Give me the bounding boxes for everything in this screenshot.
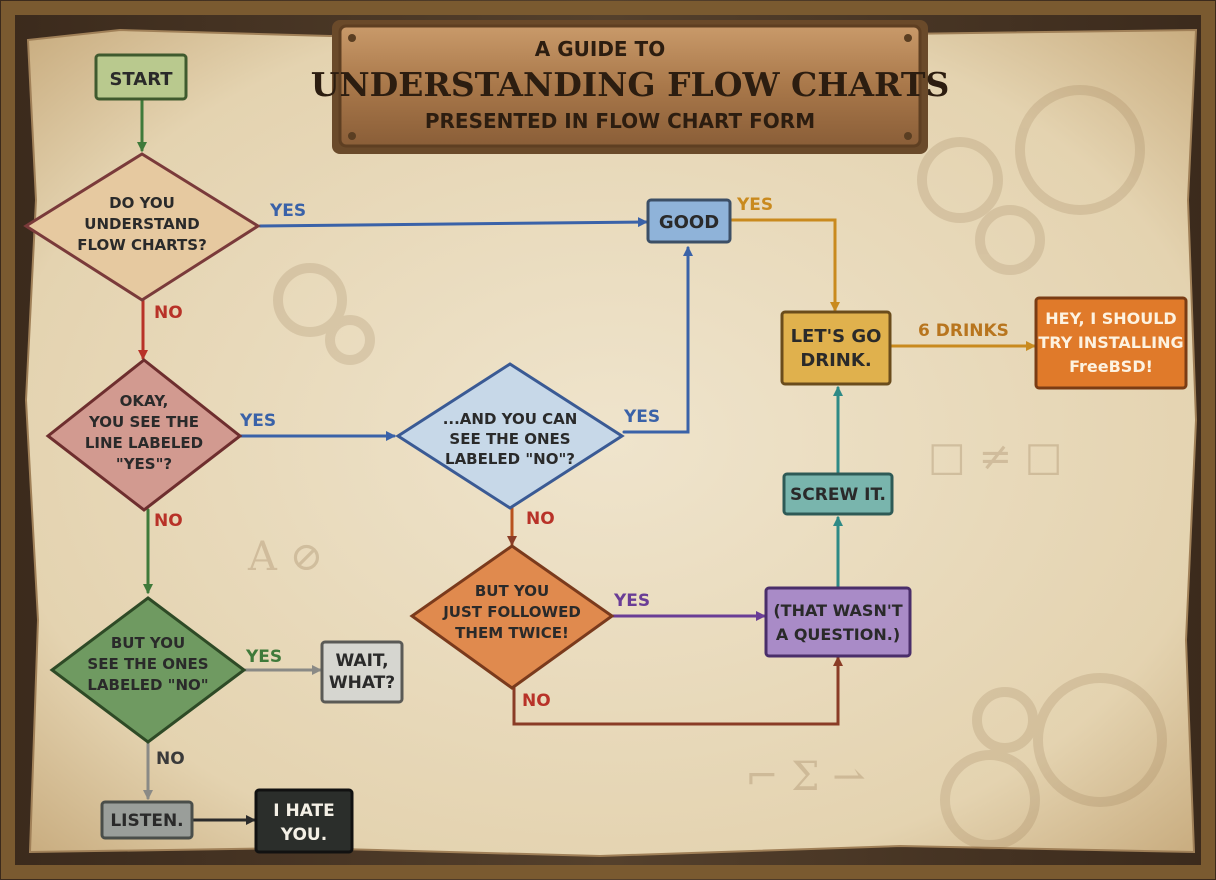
node-wait-what: WAIT,WHAT?	[320, 640, 404, 704]
edge-understand-good	[258, 217, 648, 228]
node-text-line: BUT YOU	[475, 582, 549, 600]
node-text-line: "YES"?	[116, 455, 172, 473]
node-not-question-text: (THAT WASN'T A QUESTION.)	[773, 601, 902, 644]
plaque-line3: PRESENTED IN FLOW CHART FORM	[425, 109, 815, 133]
decorative-symbols: □ ≠ □ ⌐ Σ ⇀ A ⊘	[247, 434, 1063, 800]
label-understand-good: YES	[269, 201, 306, 221]
label-drink-freebsd: 6 DRINKS	[918, 321, 1009, 341]
node-screw-it-text: SCREW IT.	[790, 485, 886, 505]
label-see-no2-wait: YES	[245, 647, 282, 667]
node-listen: LISTEN.	[100, 800, 194, 840]
node-text-line: HEY, I SHOULD	[1045, 309, 1176, 328]
node-text-line: START	[109, 69, 173, 90]
node-text-line: SEE THE ONES	[87, 655, 208, 673]
node-wait-what-text: WAIT,WHAT?	[329, 651, 395, 693]
node-lets-go-drink: LET'S GO DRINK.	[780, 310, 892, 386]
svg-text:A ⊘: A ⊘	[247, 534, 323, 580]
node-text-line: WAIT,	[335, 651, 388, 671]
node-understand-decision: DO YOU UNDERSTAND FLOW CHARTS?	[23, 152, 261, 302]
label-see-no-followed: NO	[526, 509, 555, 529]
node-text-line: DO YOU	[109, 194, 175, 212]
label-see-no-good: YES	[623, 407, 660, 427]
node-see-no2-decision: BUT YOU SEE THE ONES LABELED "NO"	[49, 596, 247, 744]
node-understand-text: DO YOU UNDERSTAND FLOW CHARTS?	[77, 194, 207, 254]
node-good: GOOD	[646, 198, 732, 244]
edge-labels: YES NO YES 6 DRINKS YES NO YES NO YES NO…	[154, 195, 1009, 769]
node-text-line: (THAT WASN'T	[773, 601, 902, 620]
node-freebsd: HEY, I SHOULD TRY INSTALLING FreeBSD!	[1034, 296, 1188, 390]
label-understand-see-yes: NO	[154, 303, 183, 323]
node-text-line: LABELED "NO"?	[445, 450, 575, 468]
node-see-yes-text: OKAY, YOU SEE THE LINE LABELED "YES"?	[85, 392, 203, 473]
node-text-line: DRINK.	[800, 350, 871, 371]
decorative-gears	[273, 85, 1167, 850]
node-text-line: FreeBSD!	[1069, 357, 1153, 376]
plaque-line1: A GUIDE TO	[535, 37, 665, 61]
node-text-line: LET'S GO	[791, 326, 882, 347]
node-text-line: LISTEN.	[110, 811, 183, 831]
node-lets-go-drink-text: LET'S GO DRINK.	[791, 326, 882, 371]
node-text-line: FLOW CHARTS?	[77, 236, 207, 254]
node-text-line: THEM TWICE!	[455, 624, 569, 642]
edges	[137, 98, 1036, 825]
label-see-no2-listen: NO	[156, 749, 185, 769]
node-text-line: YOU.	[280, 825, 327, 845]
label-followed-question-no: NO	[522, 691, 551, 711]
node-listen-text: LISTEN.	[110, 811, 183, 831]
node-text-line: A QUESTION.)	[776, 625, 900, 644]
node-text-line: UNDERSTAND	[84, 215, 199, 233]
title-plaque: A GUIDE TO UNDERSTANDING FLOW CHARTS PRE…	[311, 20, 950, 154]
node-hate-you-text: I HATE YOU.	[273, 801, 335, 845]
node-see-no2-text: BUT YOU SEE THE ONES LABELED "NO"	[87, 634, 208, 694]
label-good-drink: YES	[736, 195, 773, 215]
node-text-line: GOOD	[659, 212, 719, 233]
node-start-text: START	[109, 69, 173, 90]
node-text-line: SEE THE ONES	[449, 430, 570, 448]
edge-see-no-good	[622, 246, 693, 434]
edge-followed-question-no	[512, 656, 843, 726]
node-text-line: LINE LABELED	[85, 434, 203, 452]
node-see-no-text: ...AND YOU CAN SEE THE ONES LABELED "NO"?	[443, 410, 578, 468]
node-text-line: SCREW IT.	[790, 485, 886, 505]
node-followed-decision: BUT YOU JUST FOLLOWED THEM TWICE!	[409, 544, 615, 690]
node-text-line: YOU SEE THE	[88, 413, 199, 431]
edge-good-drink	[728, 218, 840, 312]
svg-text:⌐ Σ ⇀: ⌐ Σ ⇀	[745, 754, 866, 800]
node-freebsd-text: HEY, I SHOULD TRY INSTALLING FreeBSD!	[1038, 309, 1183, 376]
plaque-line2: UNDERSTANDING FLOW CHARTS	[311, 65, 950, 104]
node-see-yes-decision: OKAY, YOU SEE THE LINE LABELED "YES"?	[45, 358, 243, 512]
node-text-line: ...AND YOU CAN	[443, 410, 578, 428]
node-good-text: GOOD	[659, 212, 719, 233]
node-followed-text: BUT YOU JUST FOLLOWED THEM TWICE!	[442, 582, 581, 642]
node-hate-you: I HATE YOU.	[254, 788, 354, 854]
label-see-yes-see-no: YES	[239, 411, 276, 431]
node-text-line: I HATE	[273, 801, 335, 821]
node-start: START	[94, 53, 188, 101]
node-text-line: WHAT?	[329, 673, 395, 693]
node-screw-it: SCREW IT.	[782, 472, 894, 516]
label-followed-question: YES	[613, 591, 650, 611]
label-see-yes-see-no2: NO	[154, 511, 183, 531]
node-text-line: OKAY,	[120, 392, 169, 410]
node-text-line: BUT YOU	[111, 634, 185, 652]
node-text-line: LABELED "NO"	[87, 676, 208, 694]
node-text-line: TRY INSTALLING	[1038, 333, 1183, 352]
node-not-question: (THAT WASN'T A QUESTION.)	[764, 586, 912, 658]
node-see-no-decision: ...AND YOU CAN SEE THE ONES LABELED "NO"?	[395, 362, 625, 510]
svg-text:□ ≠ □: □ ≠ □	[928, 434, 1063, 480]
node-text-line: JUST FOLLOWED	[442, 603, 581, 621]
